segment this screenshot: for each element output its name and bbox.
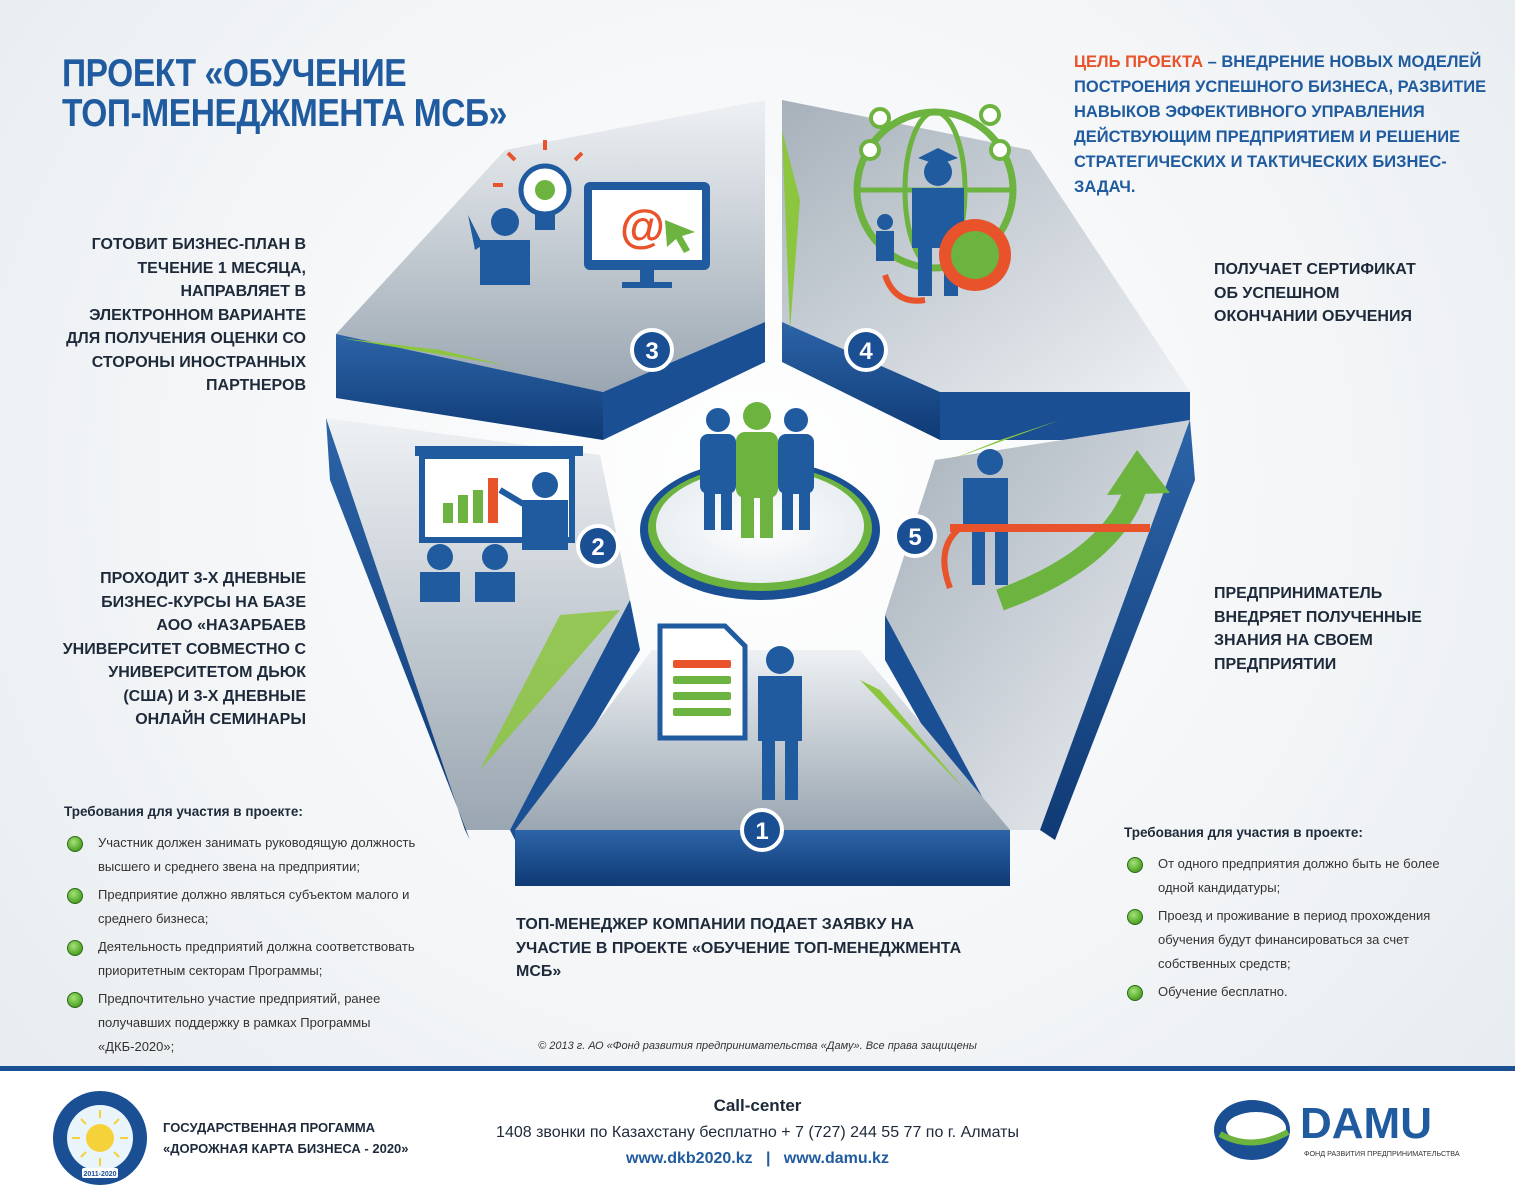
list-item: Предпочтительно участие предприятий, ран… [64,987,444,1059]
svg-text:2011-2020: 2011-2020 [83,1171,116,1178]
dkb2020-badge-logo: 2011-2020 [53,1091,147,1185]
green-bullet-icon [67,992,83,1008]
program-name: ГОСУДАРСТВЕННАЯ ПРОГАММА «ДОРОЖНАЯ КАРТА… [163,1120,409,1156]
website-links[interactable]: www.dkb2020.kz | www.damu.kz [626,1150,889,1167]
green-bullet-icon [1127,857,1143,873]
step-number-3: 3 [630,328,674,372]
requirements-left-heading: Требования для участия в проекте: [64,804,303,819]
document-manager-icon [657,623,802,800]
svg-text:4: 4 [859,338,873,365]
title-line-2: ТОП-МЕНЕДЖМЕНТА МСБ» [62,92,507,135]
damu-logo: DAMU ФОНД РАЗВИТИЯ ПРЕДПРИНИМАТЕЛЬСТВА [1214,1099,1460,1160]
step-number-4: 4 [844,328,888,372]
list-item: Проезд и проживание в период прохождения… [1124,904,1454,976]
step-number-5: 5 [893,514,937,558]
requirements-left: Требования для участия в проекте: Участн… [64,804,444,1063]
list-item: Предприятие должно являться субъектом ма… [64,883,444,931]
graduate-globe-icon [853,104,1017,304]
footer-divider [0,1066,1515,1071]
goal-label: ЦЕЛЬ ПРОЕКТА [1074,53,1204,71]
step-number-1: 1 [740,808,784,852]
svg-text:3: 3 [645,338,658,365]
growth-arrow-icon [941,449,1170,611]
green-bullet-icon [1127,985,1143,1001]
presentation-icon [415,446,583,602]
svg-text:2: 2 [591,534,604,561]
center-team-ring [640,402,880,600]
list-item: Участник должен занимать руководящую дол… [64,831,444,879]
svg-text:@: @ [620,200,665,252]
step-number-2: 2 [576,524,620,568]
panel-step-3 [336,100,765,440]
team-people-icon [700,402,814,538]
list-item: Деятельность предприятий должна соответс… [64,935,444,983]
copyright-text: © 2013 г. АО «Фонд развития предпринимат… [538,1040,977,1052]
step-2-text: ПРОХОДИТ 3-Х ДНЕВНЫЕ БИЗНЕС-КУРСЫ НА БАЗ… [62,570,306,728]
idea-email-icon: @ [468,140,710,288]
svg-text:DAMU: DAMU [1300,1099,1432,1148]
title-line-1: ПРОЕКТ «ОБУЧЕНИЕ [62,52,407,95]
green-bullet-icon [67,888,83,904]
project-goal: ЦЕЛЬ ПРОЕКТА – ВНЕДРЕНИЕ НОВЫХ МОДЕЛЕЙ П… [1074,50,1504,200]
list-item: От одного предприятия должно быть не бол… [1124,852,1454,900]
svg-text:5: 5 [908,524,921,551]
requirements-right-heading: Требования для участия в проекте: [1124,825,1363,840]
green-bullet-icon [67,836,83,852]
goal-text: – ВНЕДРЕНИЕ НОВЫХ МОДЕЛЕЙ ПОСТРОЕНИЯ УСП… [1074,53,1487,196]
green-bullet-icon [1127,909,1143,925]
step-4-text: ПОЛУЧАЕТ СЕРТИФИКАТ ОБ УСПЕШНОМ ОКОНЧАНИ… [1214,261,1416,325]
requirements-right: Требования для участия в проекте: От одн… [1124,825,1454,1008]
svg-text:1: 1 [755,818,768,845]
page-title: ПРОЕКТ «ОБУЧЕНИЕ ТОП-МЕНЕДЖМЕНТА МСБ» [62,54,509,134]
green-bullet-icon [67,940,83,956]
step-5-text: ПРЕДПРИНИМАТЕЛЬ ВНЕДРЯЕТ ПОЛУЧЕННЫЕ ЗНАН… [1214,585,1422,673]
call-center-title: Call-center [713,1096,802,1115]
step-1-text: ТОП-МЕНЕДЖЕР КОМПАНИИ ПОДАЕТ ЗАЯВКУ НА У… [516,916,962,980]
svg-text:ФОНД РАЗВИТИЯ ПРЕДПРИНИМАТЕЛЬС: ФОНД РАЗВИТИЯ ПРЕДПРИНИМАТЕЛЬСТВА [1304,1149,1460,1158]
call-center-phone: 1408 звонки по Казахстану бесплатно + 7 … [496,1124,1019,1141]
list-item: Обучение бесплатно. [1124,980,1454,1004]
pentagon-process-diagram: @ [326,100,1195,886]
step-3-text: ГОТОВИТ БИЗНЕС-ПЛАН В ТЕЧЕНИЕ 1 МЕСЯЦА, … [66,236,306,394]
